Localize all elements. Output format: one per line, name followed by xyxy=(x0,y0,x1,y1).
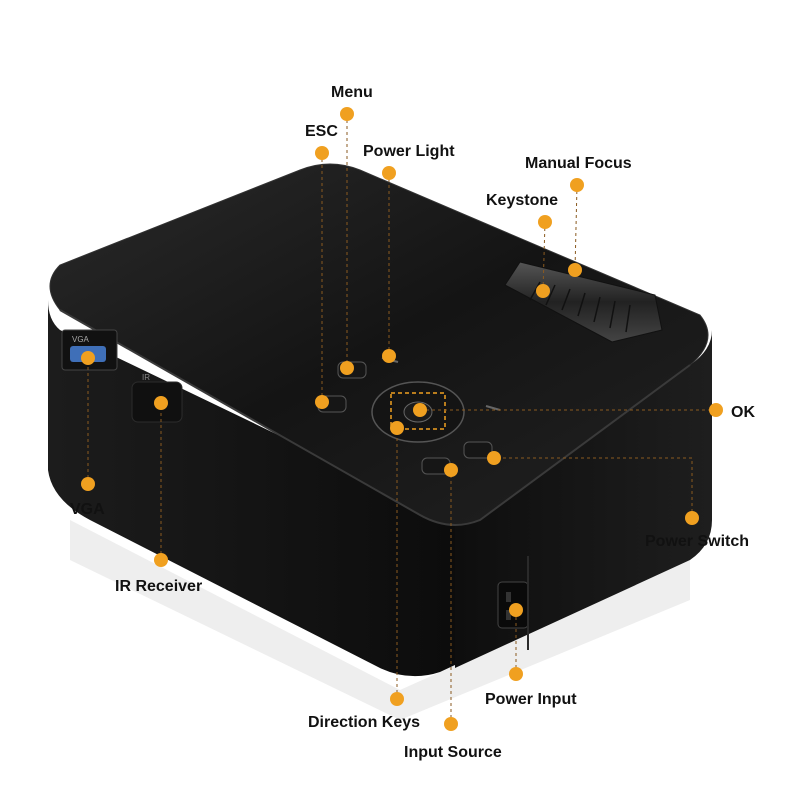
direction-keys-highlight xyxy=(390,392,446,430)
callout-labels: Menu ESC Power Light Manual Focus Keysto… xyxy=(70,84,755,761)
dot-menu-target xyxy=(340,361,354,375)
dot-menu-label xyxy=(340,107,354,121)
dot-ok-label xyxy=(413,403,427,417)
callout-dots xyxy=(81,107,723,731)
dot-direction-keys-label xyxy=(390,692,404,706)
projector-top-edge xyxy=(59,309,691,526)
dot-ir-receiver-label xyxy=(154,553,168,567)
dot-direction-keys-target xyxy=(390,421,404,435)
leader-manual-focus xyxy=(574,184,578,271)
dot-manual-focus-target xyxy=(568,263,582,277)
projector-body: VGA IR xyxy=(48,163,712,720)
label-power-switch: Power Switch xyxy=(645,533,749,550)
dot-vga-label xyxy=(81,477,95,491)
vga-port: VGA xyxy=(61,329,118,371)
dot-ir-receiver-target xyxy=(154,396,168,410)
dot-input-source-label xyxy=(444,717,458,731)
dot-power-input-label xyxy=(509,667,523,681)
dot-esc-target xyxy=(315,395,329,409)
label-power-input: Power Input xyxy=(485,691,577,708)
projector-bottom-shadow xyxy=(70,520,690,720)
vga-port-label: VGA xyxy=(72,335,90,344)
dot-manual-focus-label xyxy=(570,178,584,192)
label-vga: VGA xyxy=(70,501,105,518)
callout-leaders xyxy=(87,114,716,724)
ir-window-label: IR xyxy=(142,373,150,382)
dot-power-switch-label xyxy=(685,511,699,525)
dot-power-input-target xyxy=(509,603,523,617)
dot-keystone-label xyxy=(538,215,552,229)
label-manual-focus: Manual Focus xyxy=(525,155,632,172)
dot-power-light-target xyxy=(382,349,396,363)
leader-power-switch xyxy=(494,457,693,518)
label-power-light: Power Light xyxy=(363,143,455,160)
power-switch-button[interactable] xyxy=(463,441,493,459)
label-esc: ESC xyxy=(305,123,338,140)
label-ir-receiver: IR Receiver xyxy=(115,578,202,595)
dot-keystone-target xyxy=(536,284,550,298)
dot-input-source-target xyxy=(444,463,458,477)
focus-window xyxy=(504,261,663,343)
dot-ok-target xyxy=(709,403,723,417)
dot-esc-label xyxy=(315,146,329,160)
label-input-source: Input Source xyxy=(404,744,502,761)
label-direction-keys: Direction Keys xyxy=(308,714,420,731)
dot-power-switch-target xyxy=(487,451,501,465)
label-keystone: Keystone xyxy=(486,192,558,209)
status-led xyxy=(485,405,501,411)
label-menu: Menu xyxy=(331,84,373,101)
dot-vga-target xyxy=(81,351,95,365)
focus-wheel-ridges xyxy=(529,281,631,333)
label-ok: OK xyxy=(731,404,755,421)
dot-power-light-label xyxy=(382,166,396,180)
